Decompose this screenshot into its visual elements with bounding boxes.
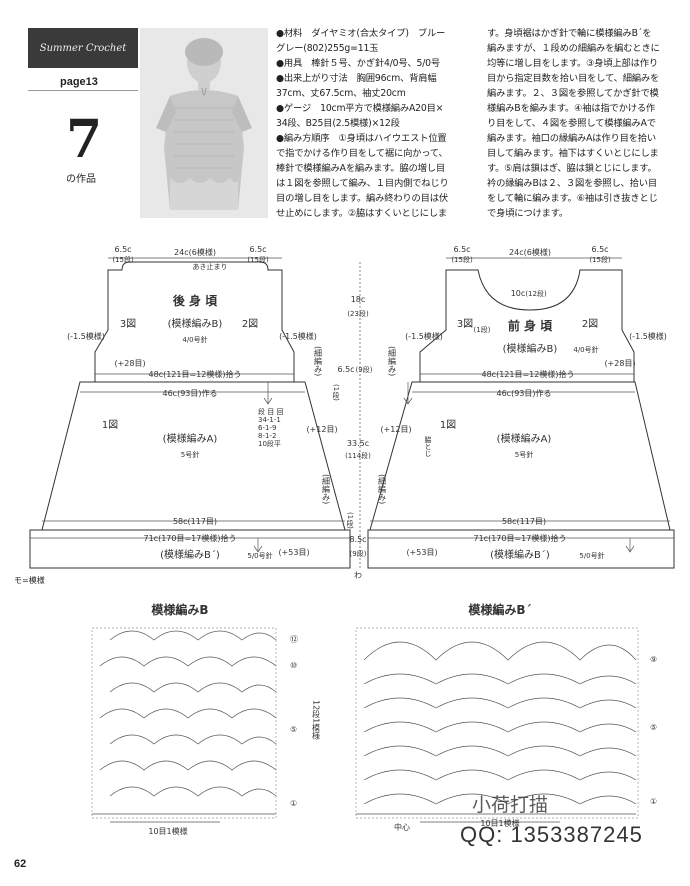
footnote: モ=模様 [14,576,45,585]
chart-b-row-5: ⑤ [290,725,297,734]
back-pattern: (模様編みB) [168,317,223,330]
front-hem-pattern: (模様編みB´) [490,548,550,561]
center-h4: 8.5c [349,535,366,544]
front-pickup: 48c(121目=12模様)拾う [482,369,575,379]
center-h3: 33.5c [347,439,369,448]
edge-right-bottom: (細編み) [378,474,387,504]
page-label: page13 [60,76,98,88]
front-hem-needle: 5/0号針 [579,551,604,560]
back-shoulder-left-sub: (15段) [112,255,134,264]
front-shoulder-right: 6.5c [591,245,608,254]
back-shoulder-left: 6.5c [114,245,131,254]
back-inc-left: (+28目) [114,359,145,368]
chart-b2-title: 模様編みB´ [468,602,531,617]
garment-schematic: 6.5c (15段) 24c(6模様) 6.5c (15段) あき止まり 後 身… [29,245,675,580]
chart-b2-row-9: ⑨ [650,655,657,664]
front-inc-side: (+12目) [380,425,411,434]
back-hem-needle: 5/0号針 [247,551,272,560]
back-cast-on: 46c(93目)作る [163,388,218,398]
front-pattern: (模様編みB) [503,342,558,355]
back-dec-right: (-1.5模様) [279,331,317,341]
center-h2: 6.5c [337,365,354,374]
divider [28,90,138,91]
back-hem-pick: 58c(117目) [173,517,217,526]
front-dec-left: (-1.5模様) [405,331,443,341]
work-number: 7 [66,109,103,170]
back-pickup: 48c(121目=12模様)拾う [149,369,242,379]
front-cast-on: 46c(93目)作る [497,388,552,398]
front-hem-pick: 58c(117目) [502,517,546,526]
center-h1: 18c [351,295,366,304]
front-shoulder-left-sub: (15段) [451,255,473,264]
back-neck-width: 24c(6模様) [174,247,216,257]
chart-b2-row-1: ① [650,797,657,806]
model-photo [140,28,268,218]
watermark-line-2: QQ: 1353387245 [460,822,643,847]
center-h2-sub: (9段) [356,365,373,374]
chart-b2-row-5: ⑤ [650,723,657,732]
back-inc-side: (+12目) [306,425,337,434]
chart-b-row-12: ⑫ [290,635,298,644]
edge-left-top: (細編み) [314,346,323,376]
front-fig1: 1図 [440,419,456,431]
back-needle-a: 5号針 [181,450,199,459]
front-title: 前 身 頃 [508,318,553,333]
back-neck-note: あき止まり [193,262,228,271]
chart-b2-grid [355,627,639,823]
front-shoulder-left: 6.5c [453,245,470,254]
front-dec-right: (-1.5模様) [629,331,667,341]
back-hem-inc-right: (+53目) [278,548,309,557]
back-pattern-a: (模様編みA) [163,432,218,445]
center-h4-sub: (9段) [350,549,367,558]
center-row-1: (1段) [332,384,340,401]
center-h3-sub: (114段) [345,451,371,460]
chart-b-side: 12段1模様 [312,700,321,739]
front-pattern-a: (模様編みA) [497,432,552,445]
page-number: 62 [14,858,27,870]
back-hem-pattern: (模様編みB´) [160,548,220,561]
center-h1-sub: (23段) [347,309,369,318]
chart-b-row-10: ⑩ [290,661,297,670]
center-bottom: わ [354,571,362,580]
chart-b2-repeat: 10目1模様 [480,818,519,828]
back-shoulder-right: 6.5c [249,245,266,254]
series-banner: Summer Crochet [28,28,138,68]
edge-right-top: (細編み) [388,346,397,376]
front-fig3: 3図 [457,318,473,330]
back-fig1: 1図 [102,419,118,431]
chart-b2-center: 中心 [394,822,410,832]
center-row-2: (1段) [346,512,354,529]
front-neck-width: 24c(6模様) [509,247,551,257]
instructions-column-2: す。身頃裾はかぎ針で輪に模様編みB´を 編みますが、１段めの細編みを編むときに … [487,28,660,219]
back-title: 後 身 頃 [173,293,218,308]
front-neck-depth: 10c [511,289,526,298]
front-neck-depth-sub: (12段) [525,289,547,298]
front-hem-inc-left: (+53目) [406,548,437,557]
front-hem-inc: 71c(170目=17模様)拾う [474,533,567,543]
chart-b-row-1: ① [290,799,297,808]
back-hem-inc: 71c(170目=17模様)拾う [144,533,237,543]
back-shoulder-right-sub: (15段) [247,255,269,264]
edge-left-bottom: (細編み) [322,474,331,504]
front-side-note: 脇とじ [424,436,432,457]
front-fig2: 2図 [582,318,598,330]
chart-b-title: 模様編みB [151,602,208,617]
back-fig2: 2図 [242,318,258,330]
back-needle: 4/0号針 [182,335,207,344]
front-shoulder-right-sub: (15段) [589,255,611,264]
back-dec-left: (-1.5模様) [67,331,105,341]
front-needle: 4/0号針 [573,345,598,354]
work-caption: の作品 [66,174,96,185]
instructions-column-1: ●材料 ダイヤミオ(合太タイプ) ブルー グレー(802)255g=11玉 ●用… [276,28,449,219]
front-neck-row: (1段) [474,325,491,334]
chart-b-grid [91,627,277,823]
front-inc-right: (+28目) [604,359,635,368]
back-fig3: 3図 [120,318,136,330]
chart-b-repeat: 10目1模様 [148,826,187,836]
front-needle-a: 5号針 [515,450,533,459]
watermark-line-1: 小荷打描 [472,794,549,816]
